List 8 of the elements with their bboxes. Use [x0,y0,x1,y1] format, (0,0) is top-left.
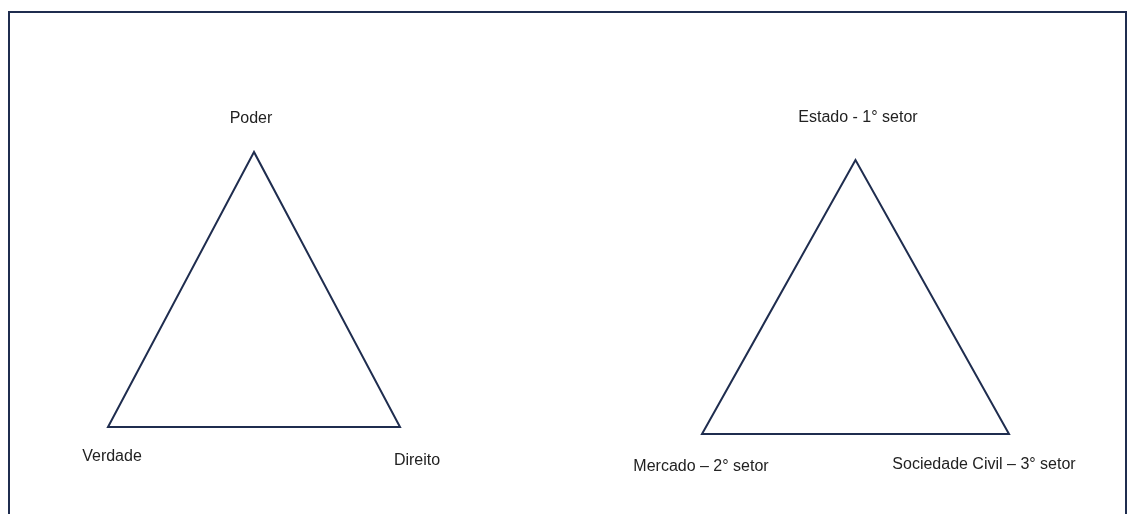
triangle-outline [702,160,1009,434]
vertex-label: Direito [393,450,441,470]
vertex-label: Estado - 1° setor [798,107,918,127]
vertex-label: Mercado – 2° setor [633,456,769,476]
triangle-outline [108,152,400,427]
vertex-label: Poder [229,108,273,128]
vertex-label: Verdade [82,446,142,466]
vertex-label: Sociedade Civil – 3° setor [892,454,1076,474]
